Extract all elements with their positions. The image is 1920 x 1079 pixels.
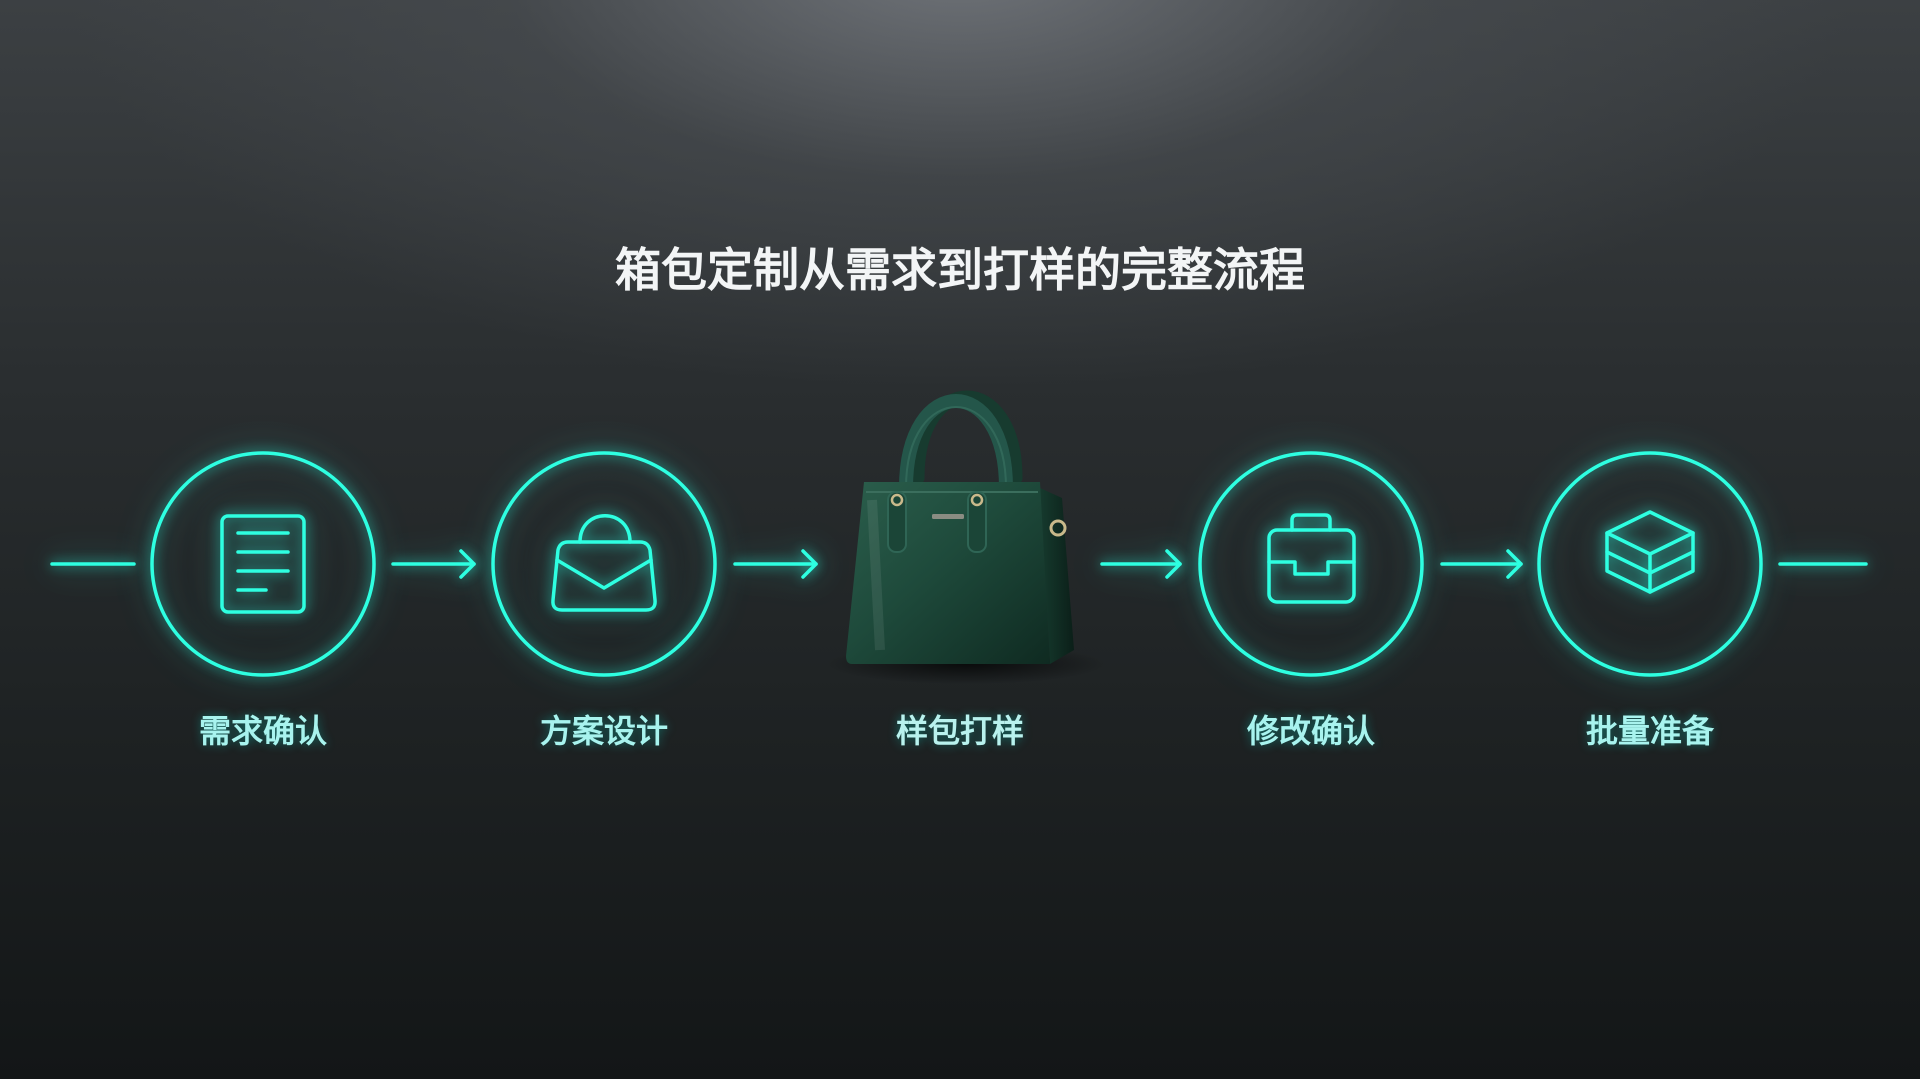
step-2-circle (491, 451, 717, 677)
step-1-label: 需求确认 (198, 712, 327, 750)
handbag-product-photo (826, 390, 1106, 684)
step-3-label: 样包打样 (895, 712, 1024, 750)
document-icon (220, 514, 306, 614)
arrow-1-to-2 (391, 549, 476, 579)
briefcase-icon (1267, 513, 1356, 604)
step-5-circle (1537, 451, 1763, 677)
stacked-layers-icon (1605, 510, 1695, 594)
page-title: 箱包定制从需求到打样的完整流程 (615, 243, 1305, 297)
arrow-3-to-4 (1100, 549, 1182, 579)
step-2-label: 方案设计 (539, 712, 668, 750)
step-5-label: 批量准备 (1585, 712, 1714, 750)
handbag-outline-icon (551, 514, 657, 612)
arrow-2-to-3 (733, 549, 818, 579)
arrow-4-to-5 (1440, 549, 1523, 579)
step-1-circle (150, 451, 376, 677)
step-4-label: 修改确认 (1246, 712, 1375, 750)
step-4-circle (1198, 451, 1424, 677)
